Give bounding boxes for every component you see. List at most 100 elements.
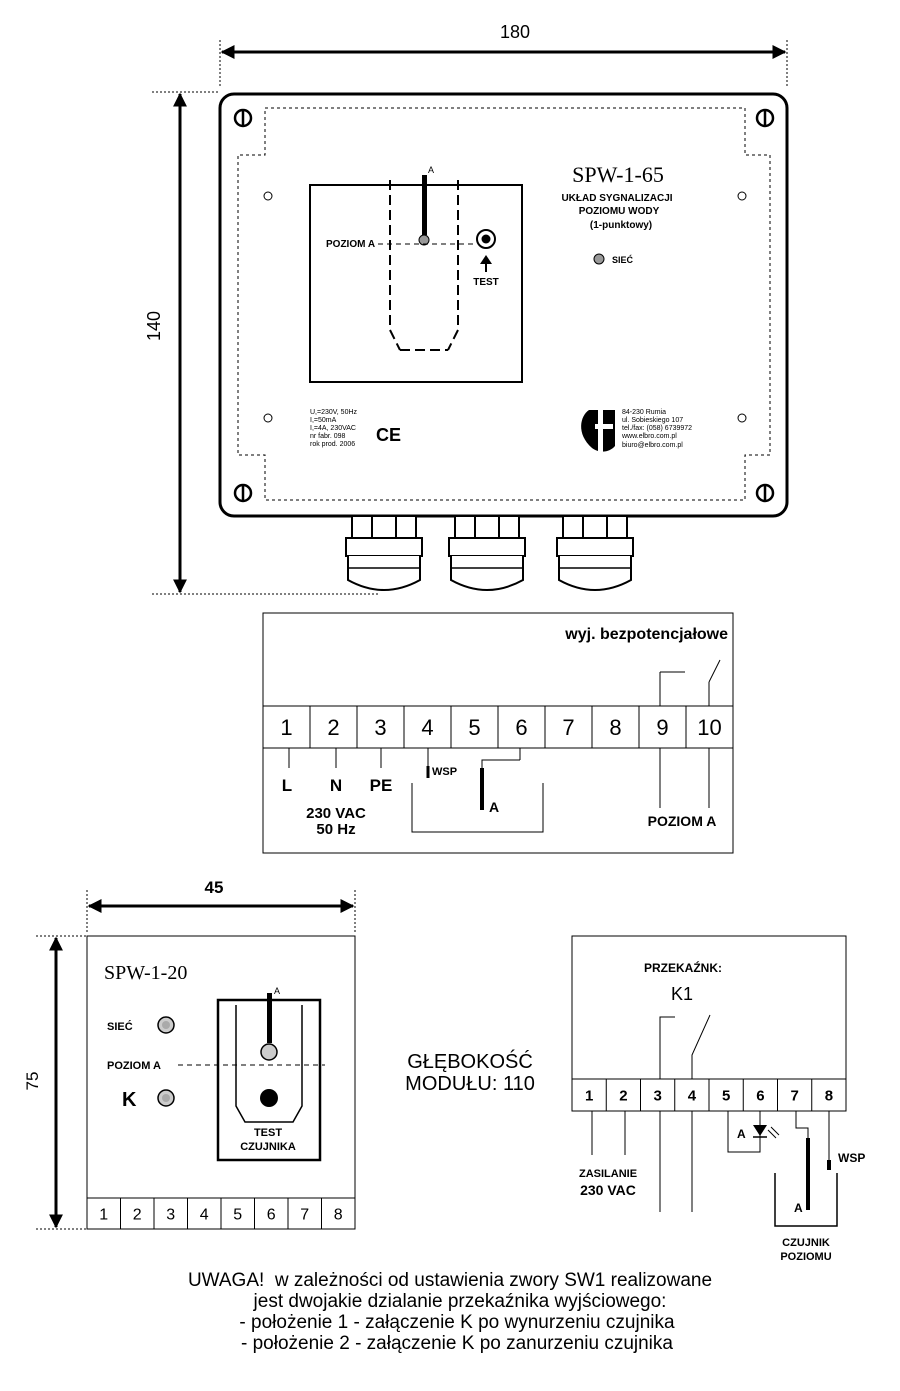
svg-text:I,=50mA: I,=50mA [310,417,337,424]
level-led [418,234,430,246]
svg-text:POZIOMU: POZIOMU [780,1251,831,1263]
svg-text:rok prod. 2006: rok prod. 2006 [310,441,355,448]
svg-text:(1-punktowy): (1-punktowy) [590,220,652,231]
svg-text:www.elbro.com.pl: www.elbro.com.pl [621,433,677,440]
screw-icon [233,483,253,503]
notice-line: - położenie 1 - załączenie K po wynurzen… [239,1312,675,1333]
relay-terminals: 1 2 3 4 5 6 7 8 [585,1079,833,1111]
terminal-number: 4 [688,1087,697,1104]
svg-text:A: A [274,986,280,996]
svg-text:50 Hz: 50 Hz [316,821,355,838]
notice-line: - położenie 2 - załączenie K po zanurzen… [241,1333,673,1354]
terminal-number: 8 [825,1087,833,1104]
module-depth: GŁĘBOKOŚĆ [407,1049,533,1073]
test-label: TEST [473,277,499,288]
notice-line: jest dwojakie dzialanie przekaźnika wyjś… [253,1291,667,1312]
terminal-number: 4 [421,715,433,740]
svg-text:U,=230V, 50Hz: U,=230V, 50Hz [310,409,358,416]
svg-text:CZUJNIK: CZUJNIK [782,1237,830,1249]
terminal-number: 2 [133,1206,142,1223]
terminal-number: 10 [697,715,721,740]
svg-text:A: A [737,1127,746,1141]
terminal-number: 7 [562,715,574,740]
width-dimension: 180 [500,22,530,42]
cable-gland [345,515,423,591]
svg-text:A: A [489,799,499,815]
test-button[interactable] [476,229,496,249]
svg-text:L: L [282,776,292,795]
svg-text:K1: K1 [671,984,693,1004]
wiring-title: wyj. bezpotencjałowe [564,626,728,643]
terminal-number: 7 [300,1206,309,1223]
probe-rod [422,175,427,235]
enclosure-outline [218,92,789,518]
terminal-number: 1 [280,715,292,740]
svg-text:K: K [122,1089,137,1111]
svg-text:tel./fax: (058) 6739972: tel./fax: (058) 6739972 [622,425,692,432]
enclosure-top-view: 180 140 A POZIOM A TE [144,22,789,595]
screw-icon [755,483,775,503]
power-label: SIEĆ [612,254,634,265]
terminal-cells: 1 2 3 4 5 6 7 8 9 10 [280,706,722,748]
ce-mark: CE [376,425,401,445]
front-panel [309,184,523,383]
module-width-dimension: 45 [205,878,224,897]
svg-text:biuro@elbro.com.pl: biuro@elbro.com.pl [622,442,683,449]
svg-text:A: A [794,1201,803,1215]
terminal-number: 1 [99,1206,108,1223]
test-button[interactable] [260,1089,278,1107]
svg-text:230 VAC: 230 VAC [580,1182,636,1198]
terminal-number: 8 [609,715,621,740]
terminal-number: 5 [722,1087,730,1104]
terminal-number: 2 [327,715,339,740]
svg-text:POZIOMU WODY: POZIOMU WODY [579,206,660,217]
screw-icon [755,108,775,128]
terminal-number: 7 [790,1087,798,1104]
terminal-number: 3 [653,1087,661,1104]
cable-gland [448,515,526,591]
svg-text:SIEĆ: SIEĆ [107,1020,133,1033]
module-depth-value: MODUŁU: 110 [405,1073,535,1095]
notice-line: UWAGA! w zależności od ustawienia zwory … [187,1270,713,1291]
svg-text:I,=4A, 230VAC: I,=4A, 230VAC [310,425,356,432]
level-label: POZIOM A [326,239,375,250]
output-label: POZIOM A [648,813,717,829]
svg-text:WSP: WSP [432,766,457,778]
power-led [593,253,605,265]
svg-text:POZIOM A: POZIOM A [107,1060,161,1072]
svg-text:CZUJNIKA: CZUJNIKA [240,1141,296,1153]
terminal-number: 6 [515,715,527,740]
notice-text: UWAGA! w zależności od ustawienia zwory … [0,1270,900,1354]
svg-text:ZASILANIE: ZASILANIE [579,1168,637,1180]
terminal-number: 5 [233,1206,242,1223]
svg-text:PE: PE [370,776,393,795]
terminal-number: 6 [267,1206,276,1223]
module-height-dimension: 75 [23,1072,42,1091]
svg-text:PRZEKAŹNK:: PRZEKAŹNK: [644,960,722,975]
module-title: SPW-1-20 [104,962,187,984]
terminal-number: 3 [374,715,386,740]
svg-text:84-230 Rumia: 84-230 Rumia [622,409,666,416]
svg-text:230 VAC: 230 VAC [306,805,366,822]
svg-text:nr fabr. 098: nr fabr. 098 [310,433,346,440]
svg-text:N: N [330,776,342,795]
terminal-number: 8 [334,1206,343,1223]
svg-text:A: A [428,165,434,175]
terminal-number: 9 [656,715,668,740]
model-title: SPW-1-65 [572,162,664,187]
terminal-number: 5 [468,715,480,740]
cable-gland [556,515,634,591]
terminal-number: 6 [756,1087,764,1104]
svg-text:UKŁAD SYGNALIZACJI: UKŁAD SYGNALIZACJI [561,193,672,204]
wiring-diagram-spw-1-20: PRZEKAŹNK: K1 1 2 3 4 5 6 7 8 ZASILANIE 230 VAC… [571,935,865,1263]
din-module-spw-1-20: 45 75 SPW-1-20 SIEĆ POZIOM A K A TEST CZ… [23,878,356,1230]
svg-text:WSP: WSP [838,1151,865,1165]
terminal-number: 2 [619,1087,627,1104]
svg-text:ul. Sobieskiego 107: ul. Sobieskiego 107 [622,417,683,424]
elbro-logo [581,408,615,456]
terminal-number: 1 [585,1087,593,1104]
screw-icon [233,108,253,128]
